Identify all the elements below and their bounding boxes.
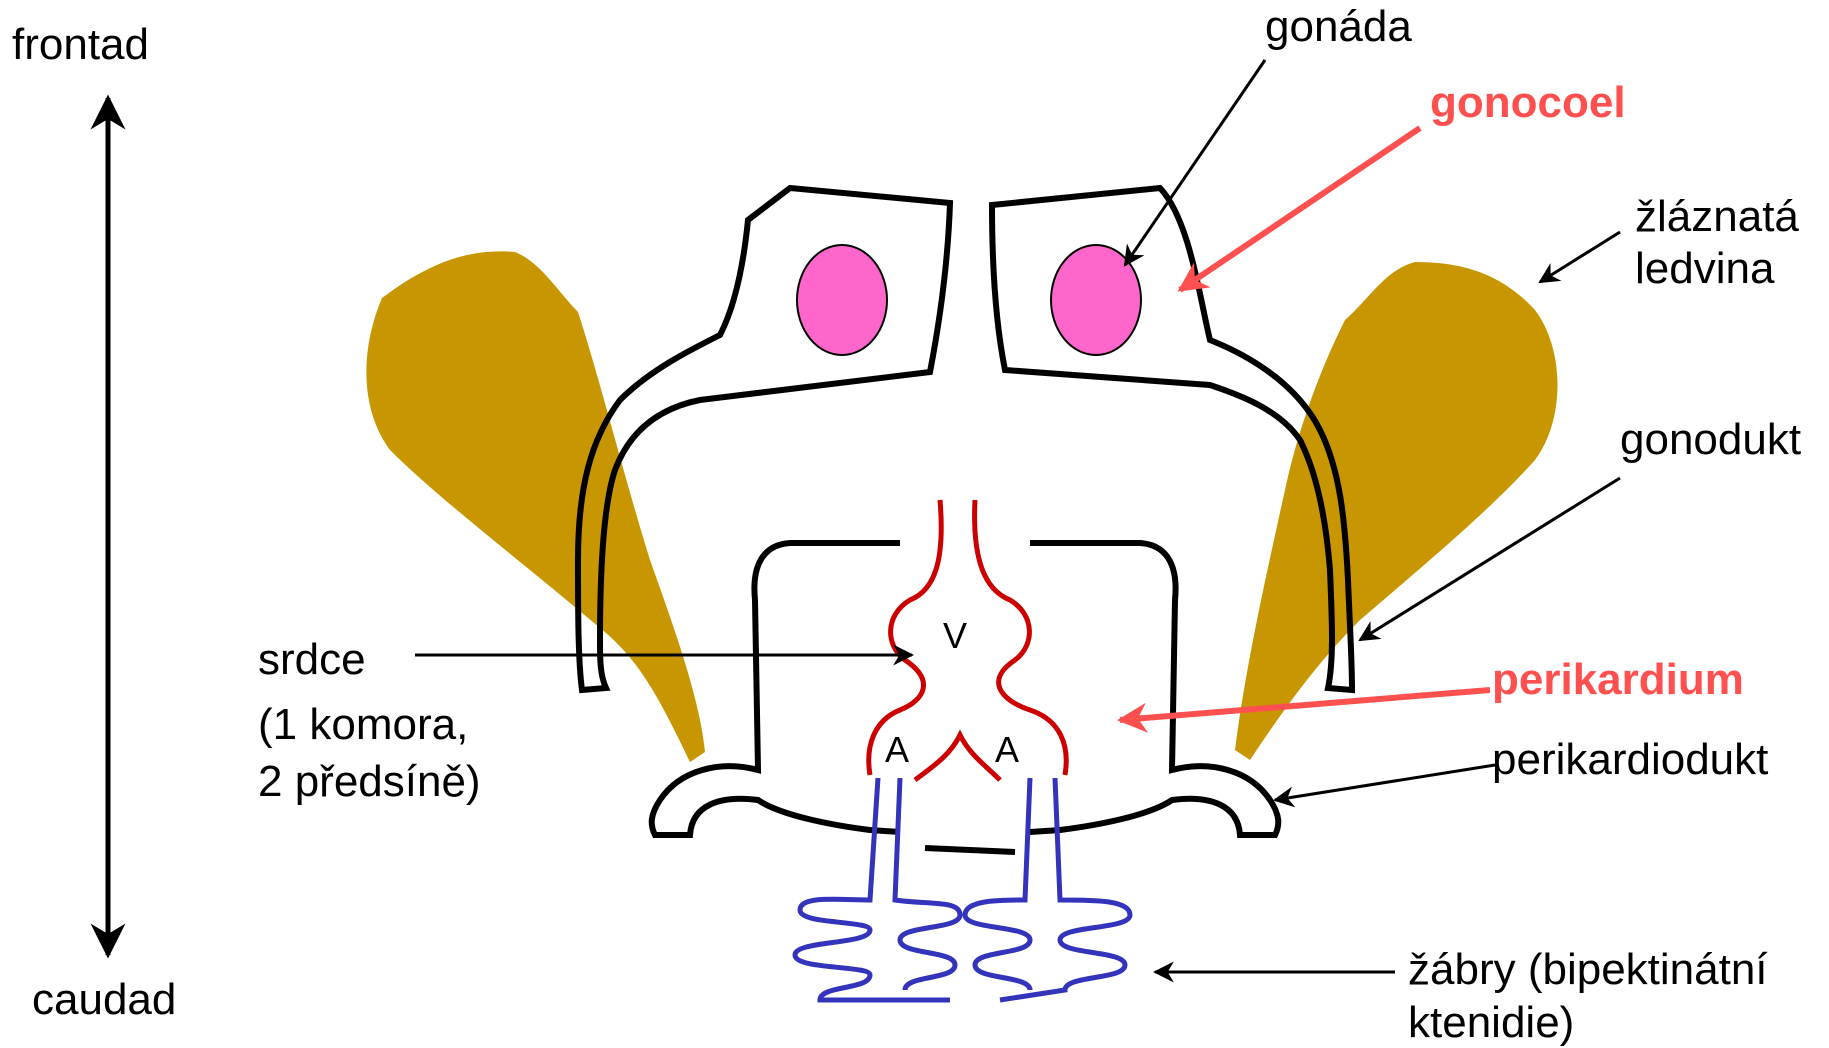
left-atrium-label: A [885, 729, 909, 770]
caudad-label: caudad [32, 975, 176, 1025]
kidney-label-line2: ledvina [1635, 244, 1774, 294]
srdce-label-line2: (1 komora, [258, 700, 468, 750]
perikardiodukt-label: perikardiodukt [1492, 735, 1768, 785]
kidney-label-line1: žláznatá [1635, 192, 1799, 242]
gonada-label: gonáda [1265, 2, 1412, 52]
perikardium-label: perikardium [1492, 655, 1744, 705]
gonocoel-pointer-arrow [1180, 128, 1420, 290]
pericardium-bottom-gap-line [925, 848, 1015, 852]
heart-atrial-septum [915, 735, 1000, 780]
gills-label-line2: ktenidie) [1408, 998, 1574, 1048]
left-kidney [366, 251, 705, 762]
right-gill [965, 778, 1130, 1000]
srdce-label-line3: 2 předsíně) [258, 757, 481, 807]
srdce-label-line1: srdce [258, 635, 366, 685]
frontad-label: frontad [12, 20, 149, 70]
gills-label-line1: žábry (bipektinátní [1408, 945, 1768, 995]
gonocoel-label: gonocoel [1430, 78, 1626, 128]
right-atrium-label: A [995, 729, 1019, 770]
left-gill [795, 778, 960, 1000]
pericardium-outline-right [1030, 543, 1278, 835]
perikardiodukt-pointer-arrow [1275, 765, 1495, 800]
ventricle-label: V [943, 615, 967, 656]
kidney-pointer-arrow [1540, 232, 1620, 282]
gonada-pointer-arrow [1125, 60, 1265, 265]
left-gonad [797, 245, 887, 355]
gonodukt-label: gonodukt [1620, 415, 1801, 465]
